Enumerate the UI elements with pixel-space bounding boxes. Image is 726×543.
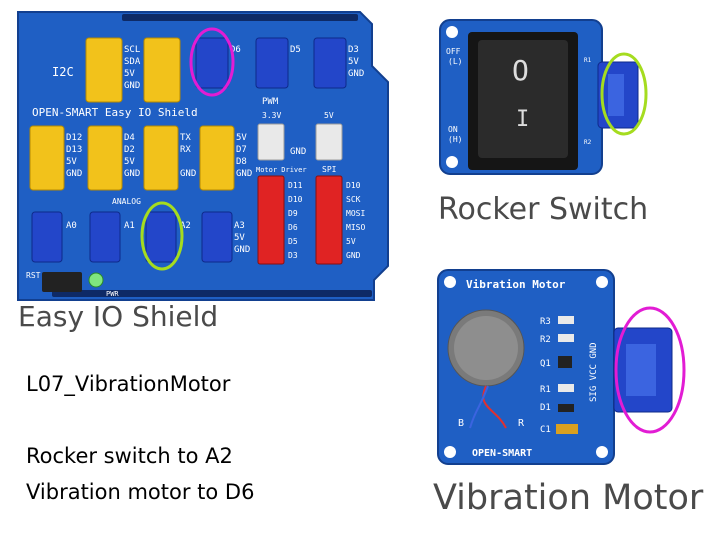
part-label: R1 [540,385,551,395]
vibration-caption: Vibration Motor [433,478,703,518]
motor-driver-header [258,176,284,264]
pin-label: GND [66,169,82,179]
pin-label: RX [180,145,191,155]
shield-caption: Easy IO Shield [18,300,218,333]
i2c-header-2 [144,38,180,102]
pin-label: D13 [66,145,82,155]
v33-label: 3.3V [262,111,281,120]
rocker-off-symbol: O [512,54,529,87]
easy-io-shield-board: I2C SCL SDA 5V GND D6 D5 D3 5V GND PWM O… [12,8,390,308]
off-l-label: (L) [448,57,462,66]
spi-label: SPI [322,165,337,174]
pin-label: 5V [234,233,245,243]
pin-label: D8 [236,157,247,167]
pin-label: D10 [346,181,361,190]
i2c-pin: GND [124,81,140,91]
pin-label: GND [236,169,252,179]
a0-header [32,212,62,262]
i2c-label: I2C [52,65,74,79]
rocker-on-symbol: I [516,107,529,132]
off-label: OFF [446,47,461,56]
pin-labels: SIG VCC GND [589,342,599,402]
motor-driver-label: Motor Driver [256,166,307,174]
on-h-label: (H) [448,135,462,144]
d5-header [256,38,288,88]
d3-pin-label: D3 [348,45,359,55]
part-label: D1 [540,403,551,413]
a1-header [90,212,120,262]
pin-label: GND [346,251,361,260]
d12-header [30,126,64,190]
pin-label: MOSI [346,209,365,218]
d4-header [88,126,122,190]
pin-label: A0 [66,221,77,231]
d7-header [200,126,234,190]
part-label: R3 [540,317,551,327]
d3-pin-label: 5V [348,57,359,67]
pin-label: D7 [236,145,247,155]
v5-header [316,124,342,160]
i2c-header-1 [86,38,122,102]
i2c-pin: 5V [124,69,135,79]
pin-label: SCK [346,195,361,204]
part-label: Q1 [540,359,551,369]
pin-label: D2 [124,145,135,155]
power-led [89,273,103,287]
pin-label: GND [124,169,140,179]
pin-label: D9 [288,209,298,218]
lesson-title: L07_VibrationMotor [26,372,230,396]
pin-label: D11 [288,181,303,190]
pin-label: TX [180,133,191,143]
d5-pin-label: D5 [290,45,301,55]
pin-label: 5V [346,237,356,246]
pin-label: D5 [288,237,298,246]
rocker-caption: Rocker Switch [438,192,648,227]
pin-label: 5V [236,133,247,143]
pin-label: GND [180,169,196,179]
pin-label: D4 [124,133,135,143]
pwm-label: PWM [262,97,279,107]
part-label: C1 [540,425,551,435]
r2-label: R2 [584,139,592,146]
part-label: R2 [540,335,551,345]
b-label: B [458,418,464,429]
pin-label: D12 [66,133,82,143]
pwr-label: PWR [106,290,119,298]
rst-label: RST [26,271,41,280]
i2c-pin: SDA [124,57,141,67]
r-label: R [518,418,525,429]
a2-header [146,212,176,262]
pin-label: A3 [234,221,245,231]
serial-header [144,126,178,190]
v33-header [258,124,284,160]
d3-header [314,38,346,88]
pin-label: D3 [288,251,298,260]
gnd-label: GND [290,147,306,157]
note-line-2: Vibration motor to D6 [26,480,254,504]
i2c-pin: SCL [124,45,140,55]
pin-label: D10 [288,195,303,204]
pin-label: 5V [124,157,135,167]
shield-brand: OPEN-SMART Easy IO Shield [32,106,198,119]
pin-label: MISO [346,223,365,232]
pin-label: D6 [288,223,298,232]
vibration-title: Vibration Motor [466,278,566,291]
pin-label: 5V [66,157,77,167]
r1-label: R1 [584,57,592,64]
spi-header [316,176,342,264]
v5-label: 5V [324,111,334,120]
pin-label: A1 [124,221,135,231]
rocker-switch-module: OFF (L) ON (H) O I R1 R2 [438,18,658,178]
vibration-brand: OPEN-SMART [472,448,532,459]
analog-label: ANALOG [112,197,141,206]
d6-header [196,38,228,88]
vibration-motor-module: Vibration Motor R3 R2 Q1 R1 D1 C1 SIG VC… [436,268,692,468]
on-label: ON [448,125,458,134]
note-line-1: Rocker switch to A2 [26,444,233,468]
reset-button [42,272,82,292]
pin-label: GND [234,245,250,255]
a3-header [202,212,232,262]
d3-pin-label: GND [348,69,364,79]
